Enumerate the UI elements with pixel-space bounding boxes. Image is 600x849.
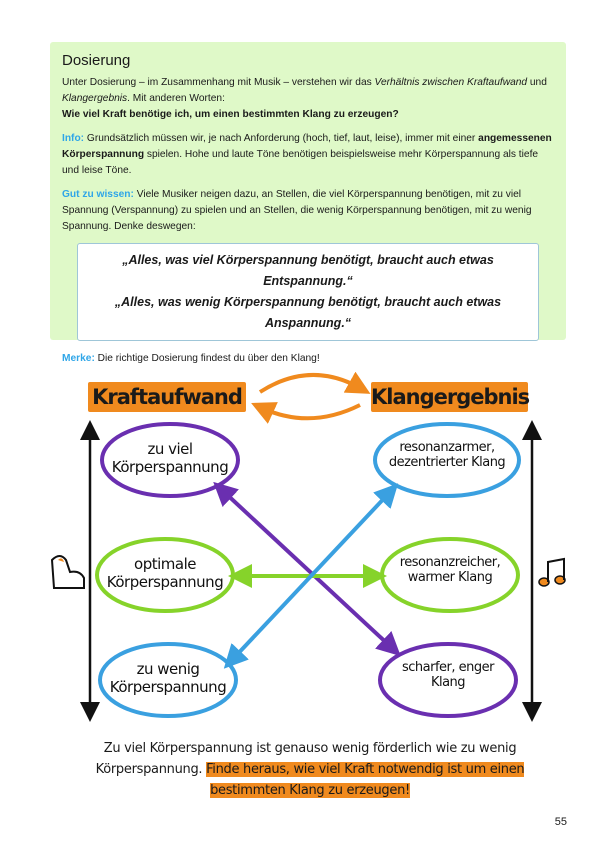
merke-text: Die richtige Dosierung findest du über d… [94,353,320,364]
heading-kraftaufwand: Kraftaufwand [88,382,246,412]
summary-highlight: Finde heraus, wie viel Kraft notwendig i… [206,762,525,798]
intro-italic: Verhältnis zwischen Kraftaufwand [374,77,528,88]
quote-box: „Alles, was viel Körperspannung benötigt… [77,243,539,341]
dosierung-info-box: Dosierung Unter Dosierung – im Zusammenh… [50,42,566,364]
info-bold: angemessenen Körperspannung [62,133,552,160]
section-title: Dosierung [62,52,131,69]
intro-text: Unter Dosierung – im Zusammenhang mit Mu… [62,77,375,88]
music-notes-icon [538,557,566,587]
gut-label: Gut zu wissen: [62,189,134,200]
ellipse-zu-viel [100,422,240,498]
ellipse-resonanzarmer [373,422,521,498]
blue-arrow [223,483,399,669]
ellipse-scharfer [378,642,518,718]
gut-zu-wissen-paragraph: Gut zu wissen: Viele Musiker neigen dazu… [62,187,554,235]
summary-plain: Zu viel Körperspannung ist genauso wenig… [95,741,517,777]
heading-klangergebnis: Klangergebnis [371,382,530,412]
info-label: Info: [62,133,85,144]
summary-text: Zu viel Körperspannung ist genauso wenig… [70,738,550,801]
merke-paragraph: Merke: Die richtige Dosierung findest du… [62,351,554,367]
intro-text: und [527,77,547,88]
ellipse-zu-wenig [98,642,238,718]
item-resonanzreicher: resonanzreicher, warmer Klang [399,555,501,585]
info-text: Grundsätzlich müssen wir, je nach Anford… [84,133,479,144]
item-optimale: optimale Körperspannung [106,555,224,591]
key-question: Wie viel Kraft benötige ich, um einen be… [62,109,399,120]
intro-italic: Klangergebnis [62,93,128,104]
quote-line: „Alles, was viel Körperspannung benötigt… [122,253,494,288]
item-zu-wenig: zu wenig Körperspannung [109,660,227,696]
item-zu-viel: zu viel Körperspannung [111,440,229,476]
purple-arrow [213,481,401,657]
info-text: spielen. Hohe und laute Töne benötigen b… [62,149,539,176]
info-paragraph: Info: Grundsätzlich müssen wir, je nach … [62,131,554,179]
page-number: 55 [554,816,567,828]
intro-paragraph: Unter Dosierung – im Zusammenhang mit Mu… [62,75,554,123]
item-scharfer: scharfer, enger Klang [402,660,495,690]
merke-label: Merke: [62,353,95,364]
item-resonanzarmer: resonanzarmer, dezentrierter Klang [388,440,506,470]
flexed-arm-icon [50,555,85,589]
quote-line: „Alles, was wenig Körperspannung benötig… [114,295,502,330]
gut-text: Viele Musiker neigen dazu, an Stellen, d… [62,189,532,232]
orange-exchange-arrows [251,371,371,424]
intro-text: . Mit anderen Worten: [127,93,225,104]
